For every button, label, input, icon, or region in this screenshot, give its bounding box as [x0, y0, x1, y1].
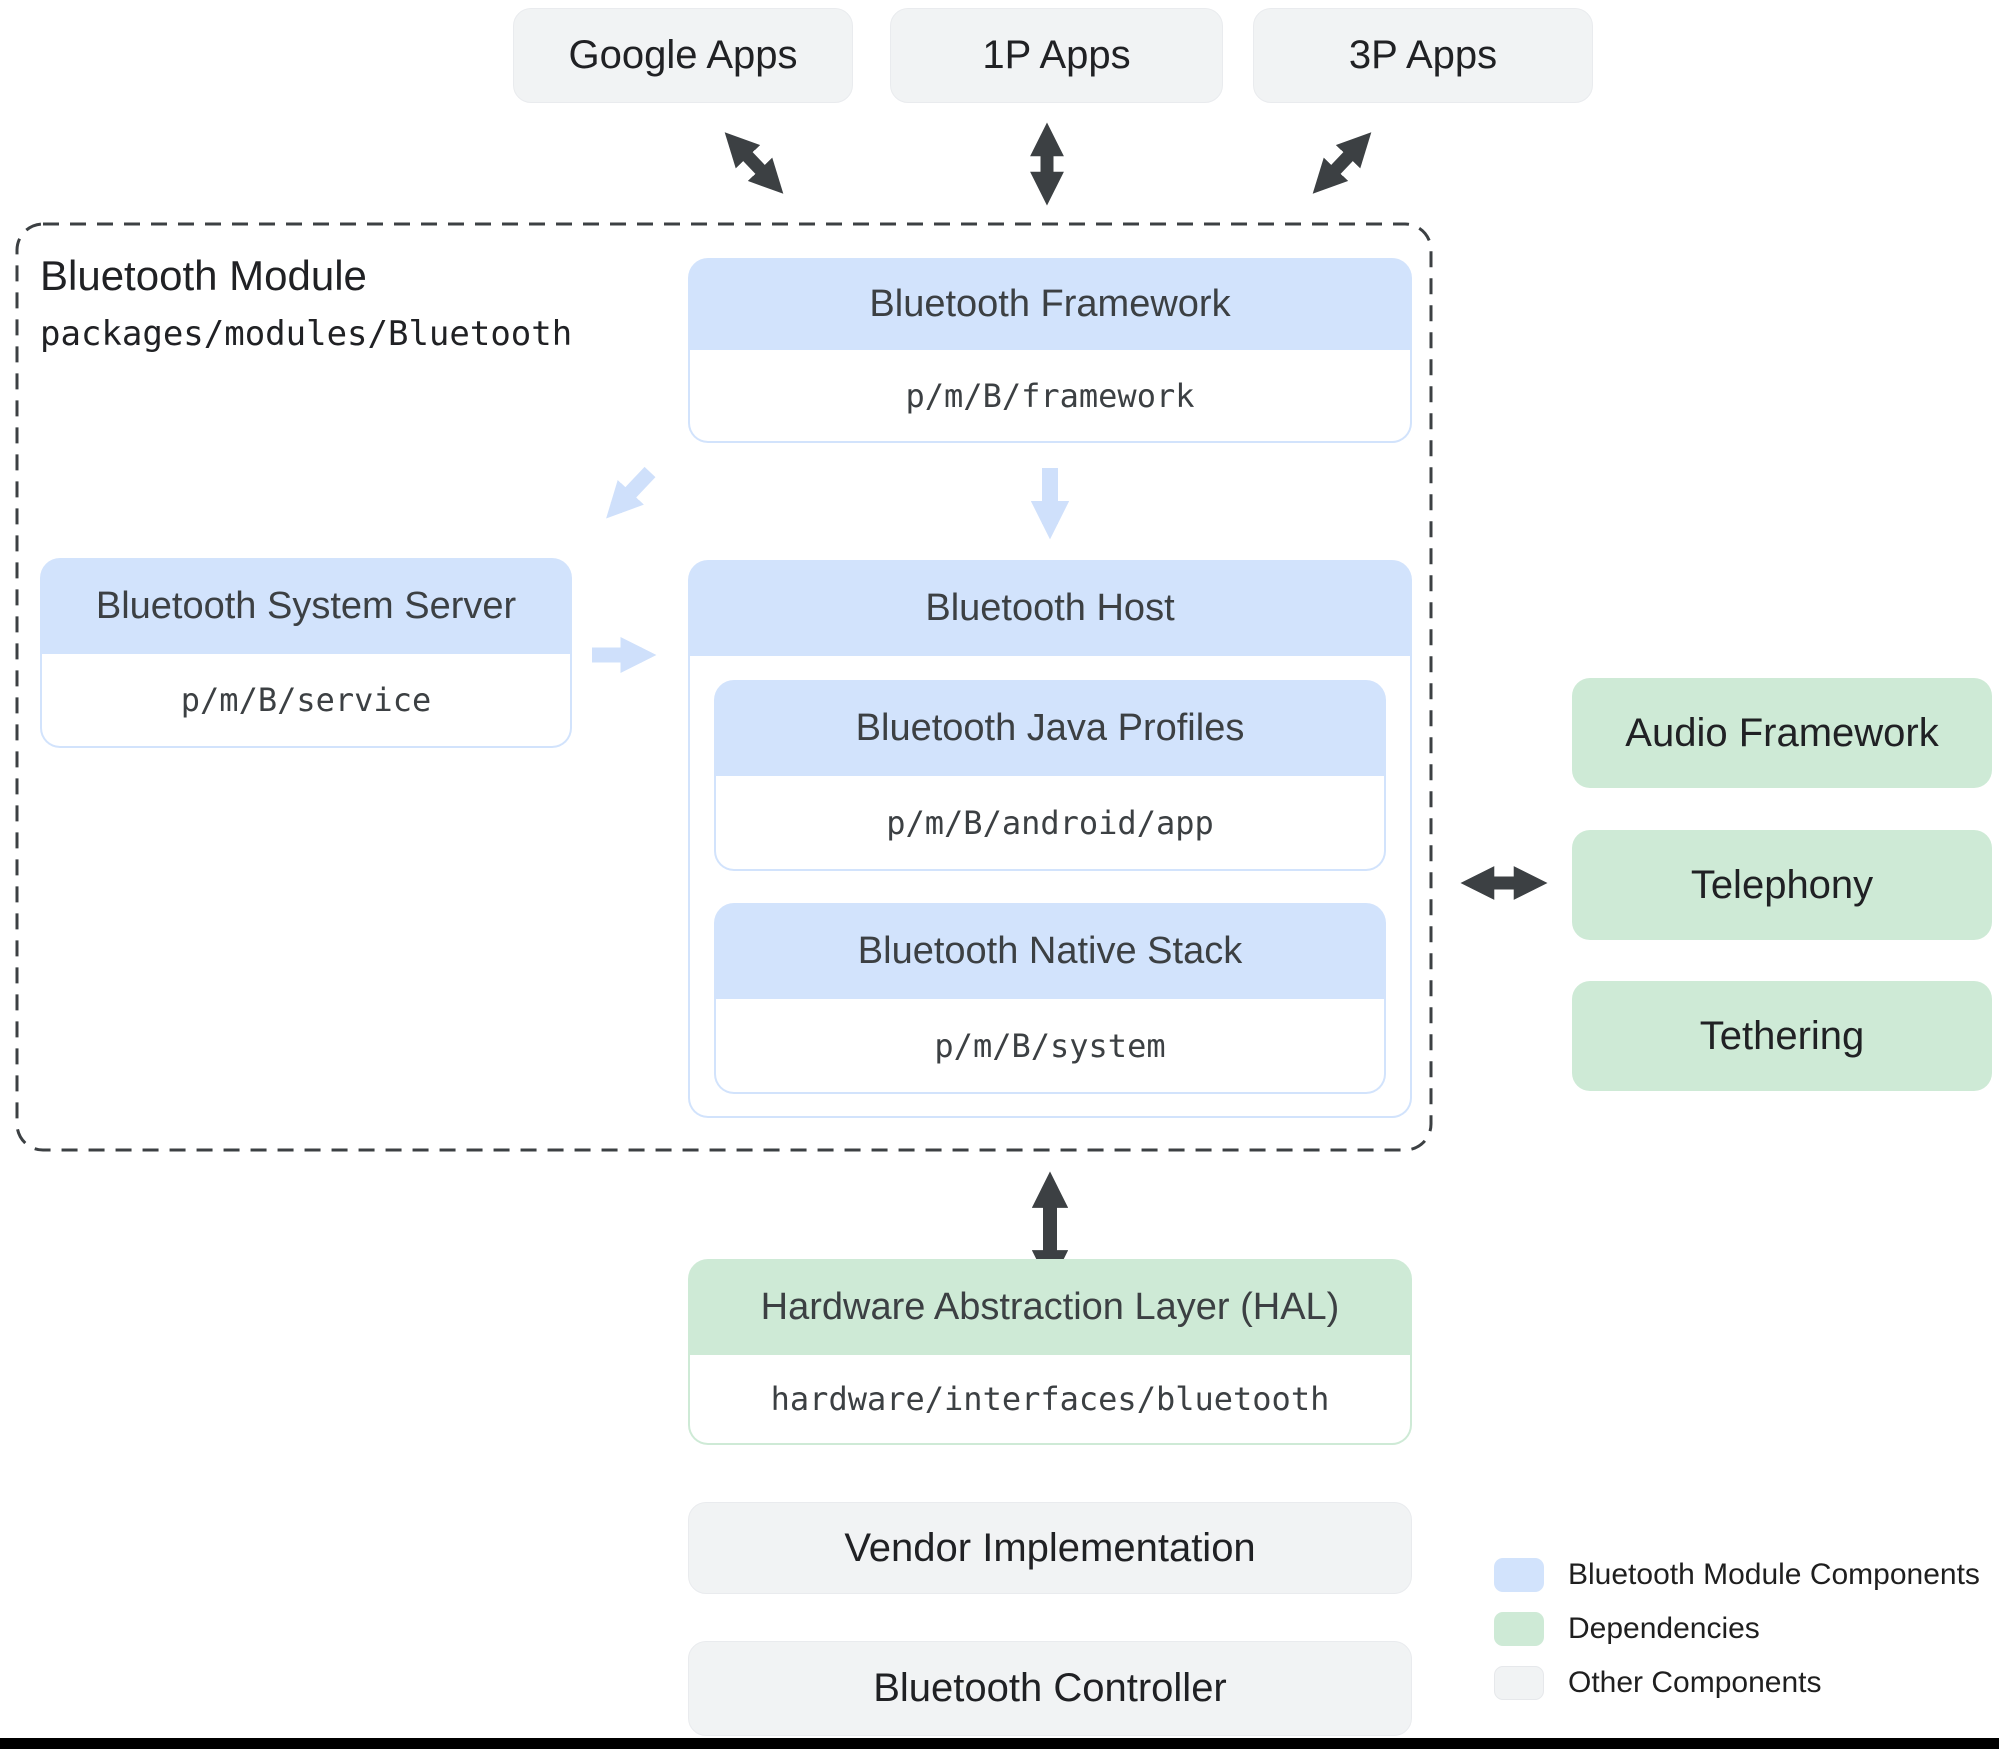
native-stack-card-title: Bluetooth Native Stack	[857, 929, 1243, 972]
server-to-host-arrow	[592, 636, 657, 674]
host-card-title: Bluetooth Host	[925, 586, 1175, 629]
module-title: Bluetooth Module	[40, 252, 367, 299]
legend-label-dependencies: Dependencies	[1568, 1612, 1760, 1645]
app-box-google-label: Google Apps	[568, 33, 798, 77]
native-stack-card-header: Bluetooth Native Stack	[714, 903, 1386, 999]
hal-card-path: hardware/interfaces/bluetooth	[688, 1355, 1412, 1445]
framework-to-server-arrow	[606, 466, 656, 519]
bottom-bar	[0, 1738, 1999, 1749]
legend-label-module-components: Bluetooth Module Components	[1568, 1558, 1980, 1591]
dependency-telephony-label: Telephony	[1690, 862, 1874, 907]
app-box-3p-label: 3P Apps	[1348, 33, 1498, 77]
vendor-implementation-label: Vendor Implementation	[844, 1525, 1256, 1570]
bluetooth-controller-label: Bluetooth Controller	[873, 1666, 1227, 1710]
native-stack-card-path: p/m/B/system	[714, 999, 1386, 1094]
3p-apps-arrow	[1312, 132, 1372, 194]
system-server-card: Bluetooth System Server p/m/B/service	[40, 558, 572, 748]
hal-card: Hardware Abstraction Layer (HAL) hardwar…	[688, 1259, 1412, 1445]
framework-to-host-arrow	[1030, 468, 1070, 540]
java-profiles-card: Bluetooth Java Profiles p/m/B/android/ap…	[714, 680, 1386, 871]
hal-card-title: Hardware Abstraction Layer (HAL)	[760, 1285, 1340, 1328]
legend-item-other-components: Other Components	[1494, 1666, 1821, 1700]
bluetooth-controller-box: Bluetooth Controller	[688, 1641, 1412, 1736]
dependency-tethering: Tethering	[1572, 981, 1992, 1091]
app-box-1p-label: 1P Apps	[982, 33, 1131, 77]
dependencies-arrow	[1460, 866, 1548, 900]
legend-item-dependencies: Dependencies	[1494, 1612, 1760, 1646]
framework-card: Bluetooth Framework p/m/B/framework	[688, 258, 1412, 443]
dependency-audio-framework: Audio Framework	[1572, 678, 1992, 788]
bluetooth-module-container	[15, 222, 1433, 1152]
module-path: packages/modules/Bluetooth	[40, 314, 573, 354]
dependency-audio-framework-label: Audio Framework	[1625, 710, 1939, 755]
native-stack-card: Bluetooth Native Stack p/m/B/system	[714, 903, 1386, 1094]
legend-swatch-dependencies	[1494, 1612, 1544, 1646]
dependency-telephony: Telephony	[1572, 830, 1992, 940]
dependency-tethering-label: Tethering	[1699, 1013, 1865, 1058]
legend-swatch-module-components	[1494, 1558, 1544, 1592]
framework-card-header: Bluetooth Framework	[688, 258, 1412, 350]
legend-item-module-components: Bluetooth Module Components	[1494, 1558, 1980, 1592]
framework-card-path: p/m/B/framework	[688, 350, 1412, 443]
system-server-card-path: p/m/B/service	[40, 654, 572, 748]
java-profiles-card-title: Bluetooth Java Profiles	[855, 706, 1245, 749]
java-profiles-card-header: Bluetooth Java Profiles	[714, 680, 1386, 776]
app-box-3p: 3P Apps	[1253, 8, 1593, 103]
app-box-1p: 1P Apps	[890, 8, 1223, 103]
host-card-header: Bluetooth Host	[688, 560, 1412, 656]
vendor-implementation-box: Vendor Implementation	[688, 1502, 1412, 1594]
system-server-card-header: Bluetooth System Server	[40, 558, 572, 654]
system-server-card-title: Bluetooth System Server	[95, 584, 517, 627]
legend-label-other-components: Other Components	[1568, 1666, 1822, 1699]
hal-arrow	[1031, 1171, 1069, 1287]
1p-apps-arrow	[1030, 122, 1064, 206]
java-profiles-card-path: p/m/B/android/app	[714, 776, 1386, 871]
hal-card-header: Hardware Abstraction Layer (HAL)	[688, 1259, 1412, 1355]
legend-swatch-other-components	[1494, 1666, 1544, 1700]
framework-card-title: Bluetooth Framework	[869, 282, 1231, 325]
google-apps-arrow	[724, 132, 784, 194]
app-box-google: Google Apps	[513, 8, 853, 103]
